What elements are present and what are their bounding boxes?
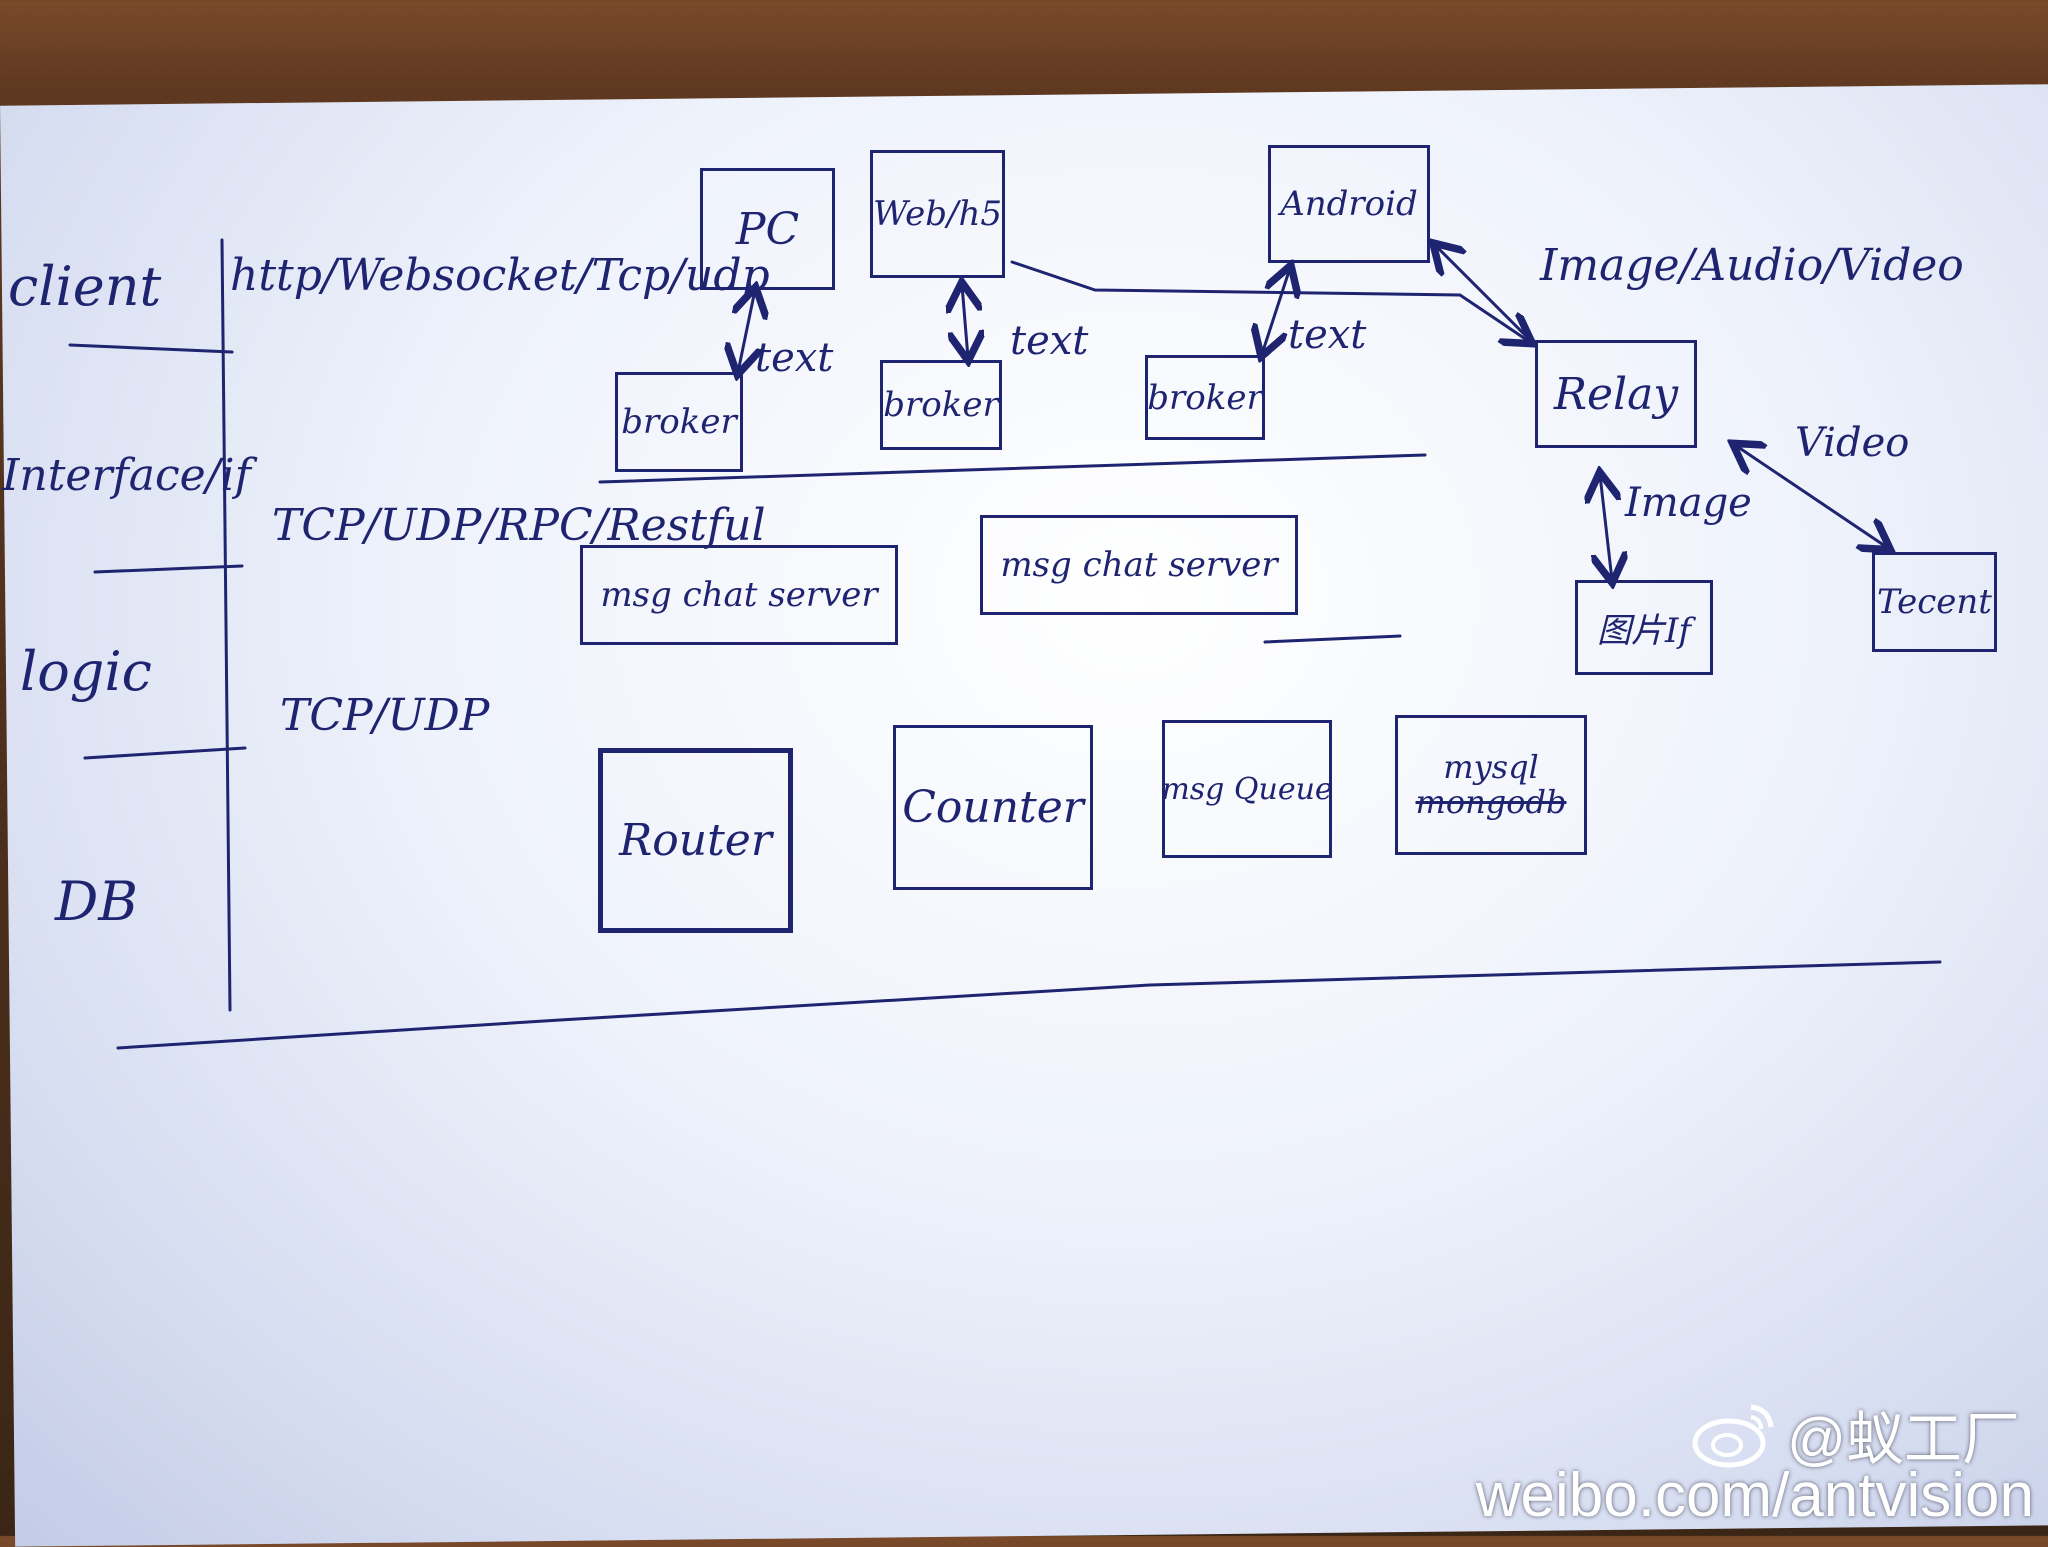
line-web-relay (1010, 260, 1530, 342)
separator-logic (83, 746, 247, 760)
label-text-pc: text (755, 335, 834, 381)
label-text-web: text (1010, 318, 1089, 364)
watermark-user: @蚁工厂 (1691, 1392, 2020, 1476)
chat-server-2: msg chat server (980, 515, 1298, 615)
mongodb-label: mongodb (1415, 783, 1567, 821)
separator-interface (93, 564, 244, 574)
broker-web: broker (880, 360, 1002, 450)
label-text-android: text (1288, 312, 1367, 358)
layer-db: DB (55, 870, 138, 933)
weibo-logo-icon (1692, 1404, 1774, 1468)
layer-logic: logic (20, 640, 152, 703)
protocol-interface: TCP/UDP/RPC/Restful (272, 500, 766, 551)
label-image: Image (1625, 480, 1752, 526)
client-web: Web/h5 (870, 150, 1005, 278)
label-media: Image/Audio/Video (1540, 240, 1964, 291)
arrow-android-relay (1435, 245, 1527, 337)
label-video: Video (1795, 420, 1910, 466)
broker-pc: broker (615, 372, 743, 472)
tecent-box: Tecent (1872, 552, 1997, 652)
separator-interface-right (598, 453, 1427, 484)
db-store-box: mysql mongodb (1395, 715, 1587, 855)
arrow-web-broker (962, 285, 968, 358)
layer-divider-vertical (220, 238, 232, 1012)
protocol-logic: TCP/UDP (280, 690, 490, 741)
client-pc: PC (700, 168, 835, 290)
arrow-android-broker (1262, 268, 1290, 354)
chat-server-1: msg chat server (580, 545, 898, 645)
router-box: Router (598, 748, 793, 933)
arrow-relay-tecent (1735, 445, 1888, 548)
separator-bottom (116, 960, 1942, 1050)
mysql-label: mysql (1443, 747, 1539, 786)
queue-box: msg Queue (1161, 720, 1333, 858)
arrow-pc-broker (738, 290, 755, 372)
image-if-box: 图片If (1575, 580, 1713, 675)
separator-logic-right (1263, 634, 1402, 644)
watermark-user-text: @蚁工厂 (1787, 1407, 2020, 1472)
separator-client (68, 343, 234, 354)
layer-interface: Interface/if (2, 450, 251, 501)
arrow-relay-image (1600, 475, 1612, 580)
relay-box: Relay (1535, 340, 1697, 448)
broker-android: broker (1145, 355, 1265, 440)
layer-client: client (8, 255, 162, 318)
watermark-url: weibo.com/antvision (1475, 1461, 2034, 1530)
client-android: Android (1268, 145, 1430, 263)
counter-box: Counter (893, 725, 1093, 890)
protocol-client: http/Websocket/Tcp/udp (230, 250, 770, 301)
